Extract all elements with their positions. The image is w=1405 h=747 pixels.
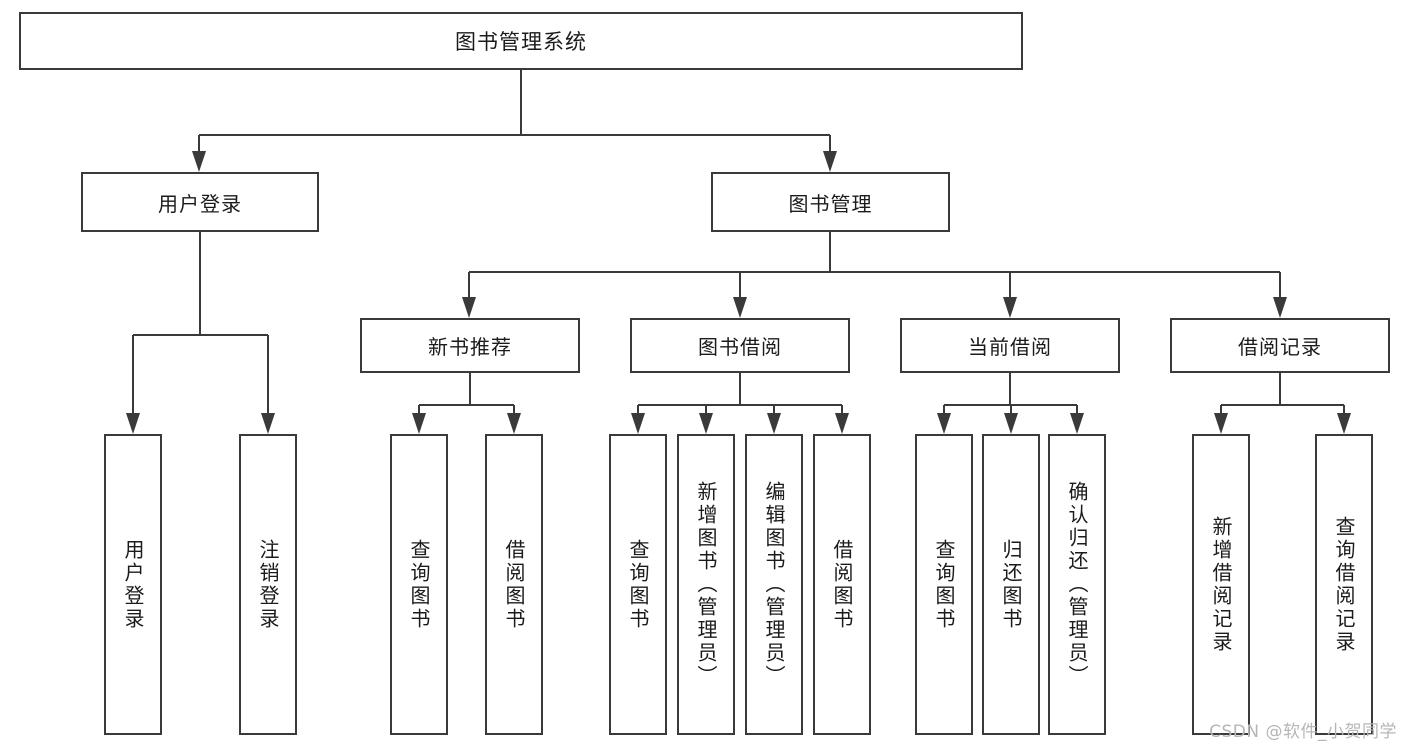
arrow-head-book-borrow-l1 xyxy=(631,413,645,434)
node-new-book-recommend[interactable]: 新书推荐 xyxy=(360,318,580,373)
node-leaf-current-borrow-query-label: 查询图书 xyxy=(932,538,956,631)
node-book-borrow[interactable]: 图书借阅 xyxy=(630,318,850,373)
node-leaf-book-borrow-edit[interactable]: 编辑图书（管理员） xyxy=(745,434,803,735)
node-leaf-new-book-query[interactable]: 查询图书 xyxy=(390,434,448,735)
arrow-head-book-manage xyxy=(823,151,837,172)
arrow-head-new-book-l2 xyxy=(507,413,521,434)
node-leaf-book-borrow-edit-label: 编辑图书（管理员） xyxy=(762,481,786,688)
arrow-head-borrow-record-l2 xyxy=(1337,413,1351,434)
arrow-head-user-login xyxy=(192,151,206,172)
node-leaf-borrow-record-query[interactable]: 查询借阅记录 xyxy=(1315,434,1373,735)
arrow-head-user-login-child1 xyxy=(126,413,140,434)
node-borrow-record-label: 借阅记录 xyxy=(1238,335,1322,359)
arrow-head-current-borrow xyxy=(1003,297,1017,318)
arrow-head-book-borrow-l3 xyxy=(767,413,781,434)
arrow-head-user-login-child2 xyxy=(261,413,275,434)
arrow-head-current-borrow-l1 xyxy=(937,413,951,434)
node-root-system[interactable]: 图书管理系统 xyxy=(19,12,1023,70)
node-leaf-current-borrow-query[interactable]: 查询图书 xyxy=(915,434,973,735)
node-leaf-book-borrow-add[interactable]: 新增图书（管理员） xyxy=(677,434,735,735)
node-new-book-recommend-label: 新书推荐 xyxy=(428,335,512,359)
node-leaf-book-borrow-add-label: 新增图书（管理员） xyxy=(694,481,718,688)
node-leaf-current-borrow-confirm[interactable]: 确认归还（管理员） xyxy=(1048,434,1106,735)
arrow-head-current-borrow-l3 xyxy=(1070,413,1084,434)
node-leaf-user-login-login-label: 用户登录 xyxy=(121,538,145,631)
node-borrow-record[interactable]: 借阅记录 xyxy=(1170,318,1390,373)
node-leaf-user-login-logout-label: 注销登录 xyxy=(256,538,280,631)
node-leaf-user-login-logout[interactable]: 注销登录 xyxy=(239,434,297,735)
node-current-borrow[interactable]: 当前借阅 xyxy=(900,318,1120,373)
node-leaf-book-borrow-borrow-label: 借阅图书 xyxy=(830,538,854,631)
node-leaf-current-borrow-return[interactable]: 归还图书 xyxy=(982,434,1040,735)
node-current-borrow-label: 当前借阅 xyxy=(968,335,1052,359)
arrow-head-borrow-record xyxy=(1273,297,1287,318)
node-root-system-label: 图书管理系统 xyxy=(455,30,587,54)
node-user-login[interactable]: 用户登录 xyxy=(81,172,319,232)
node-leaf-current-borrow-return-label: 归还图书 xyxy=(999,538,1023,631)
node-book-manage-label: 图书管理 xyxy=(788,191,873,216)
arrow-head-current-borrow-l2 xyxy=(1004,413,1018,434)
node-leaf-new-book-borrow[interactable]: 借阅图书 xyxy=(485,434,543,735)
node-user-login-label: 用户登录 xyxy=(158,191,242,216)
arrow-head-borrow-record-l1 xyxy=(1214,413,1228,434)
node-leaf-borrow-record-query-label: 查询借阅记录 xyxy=(1332,515,1356,654)
arrow-head-book-borrow-l2 xyxy=(699,413,713,434)
watermark-text: CSDN @软件_小贺同学 xyxy=(1209,722,1397,742)
node-book-manage[interactable]: 图书管理 xyxy=(711,172,950,232)
node-leaf-new-book-query-label: 查询图书 xyxy=(407,538,431,631)
arrow-head-new-book-l1 xyxy=(412,413,426,434)
node-leaf-user-login-login[interactable]: 用户登录 xyxy=(104,434,162,735)
node-leaf-new-book-borrow-label: 借阅图书 xyxy=(502,538,526,631)
node-leaf-book-borrow-query-label: 查询图书 xyxy=(626,538,650,631)
node-leaf-borrow-record-add[interactable]: 新增借阅记录 xyxy=(1192,434,1250,735)
arrow-head-book-borrow xyxy=(733,297,747,318)
node-leaf-book-borrow-query[interactable]: 查询图书 xyxy=(609,434,667,735)
node-leaf-borrow-record-add-label: 新增借阅记录 xyxy=(1209,515,1233,654)
node-leaf-book-borrow-borrow[interactable]: 借阅图书 xyxy=(813,434,871,735)
arrow-head-new-book xyxy=(462,297,476,318)
node-leaf-current-borrow-confirm-label: 确认归还（管理员） xyxy=(1065,481,1089,688)
node-book-borrow-label: 图书借阅 xyxy=(698,335,782,359)
arrow-head-book-borrow-l4 xyxy=(835,413,849,434)
